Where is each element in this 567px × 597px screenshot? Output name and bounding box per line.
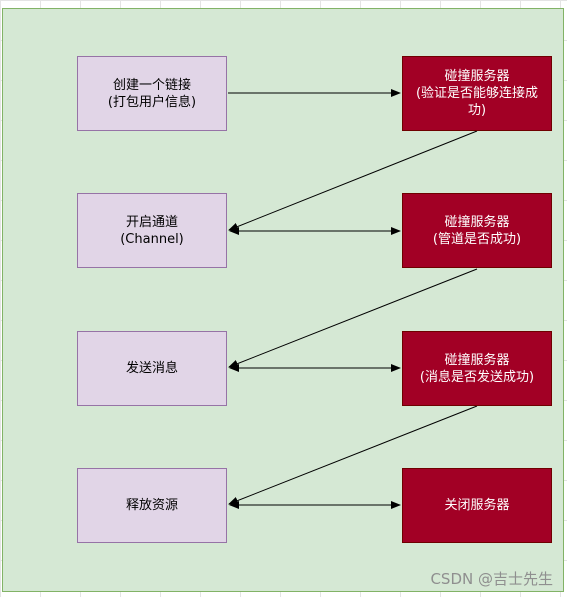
watermark: CSDN @吉士先生 <box>430 570 553 588</box>
node-open-channel[interactable]: 开启通道 (Channel) <box>77 193 227 268</box>
node-release-resources[interactable]: 释放资源 <box>77 468 227 543</box>
node-create-connection[interactable]: 创建一个链接 (打包用户信息) <box>77 56 227 131</box>
edge-server-to-channel <box>228 130 478 231</box>
node-server-channel-check[interactable]: 碰撞服务器 (管道是否成功) <box>402 193 552 268</box>
node-server-message-check[interactable]: 碰撞服务器 (消息是否发送成功) <box>402 331 552 406</box>
node-send-message[interactable]: 发送消息 <box>77 331 227 406</box>
node-close-server[interactable]: 关闭服务器 <box>402 468 552 543</box>
edge-server-to-message <box>228 268 478 368</box>
node-server-verify-connection[interactable]: 碰撞服务器 (验证是否能够连接成 功) <box>402 56 552 131</box>
edge-server-to-release <box>228 405 478 505</box>
